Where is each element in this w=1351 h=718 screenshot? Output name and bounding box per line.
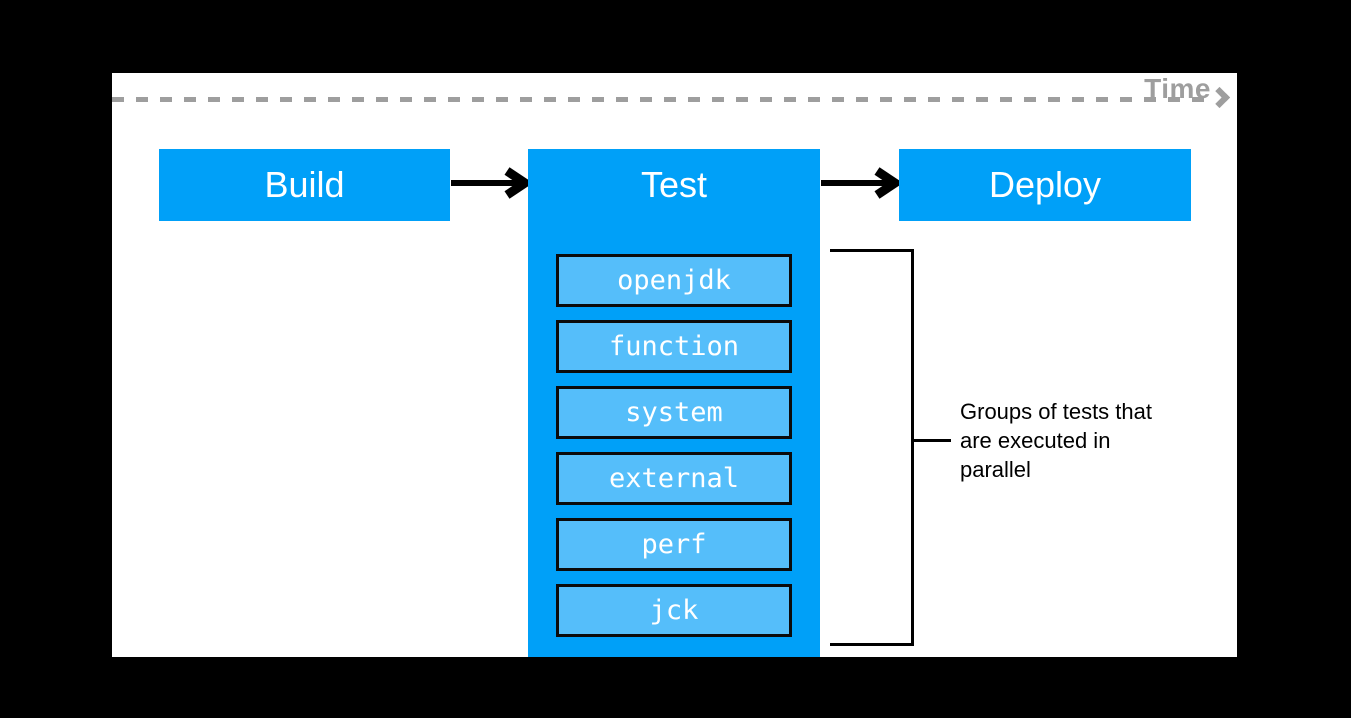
stage-box-test: Test openjdk function system external pe… [528, 149, 820, 657]
test-group-external: external [556, 452, 792, 505]
stage-box-build: Build [159, 149, 450, 221]
test-group-openjdk: openjdk [556, 254, 792, 307]
annotation-line-3: parallel [960, 457, 1031, 482]
time-axis-dashed-line [112, 97, 1212, 102]
diagram-canvas: Time Build Test openjdk function system … [112, 73, 1237, 657]
test-group-jck: jck [556, 584, 792, 637]
test-group-function: function [556, 320, 792, 373]
bracket-top-line [830, 249, 914, 252]
arrow-test-to-deploy-icon [821, 167, 899, 199]
stage-label-test: Test [640, 164, 708, 205]
arrow-build-to-test-icon [451, 167, 529, 199]
bracket-vertical-line [911, 249, 914, 646]
test-group-system: system [556, 386, 792, 439]
parallel-tests-annotation: Groups of tests that are executed in par… [960, 397, 1200, 484]
bracket-bottom-line [830, 643, 914, 646]
stage-box-deploy: Deploy [899, 149, 1191, 221]
stage-label-build: Build [264, 164, 345, 205]
time-axis-arrowhead-icon [1208, 86, 1231, 109]
annotation-line-1: Groups of tests that [960, 399, 1152, 424]
stage-label-deploy: Deploy [988, 164, 1102, 205]
test-group-perf: perf [556, 518, 792, 571]
annotation-line-2: are executed in [960, 428, 1111, 453]
bracket-callout-tick [914, 439, 951, 442]
test-group-list: openjdk function system external perf jc… [556, 254, 792, 637]
